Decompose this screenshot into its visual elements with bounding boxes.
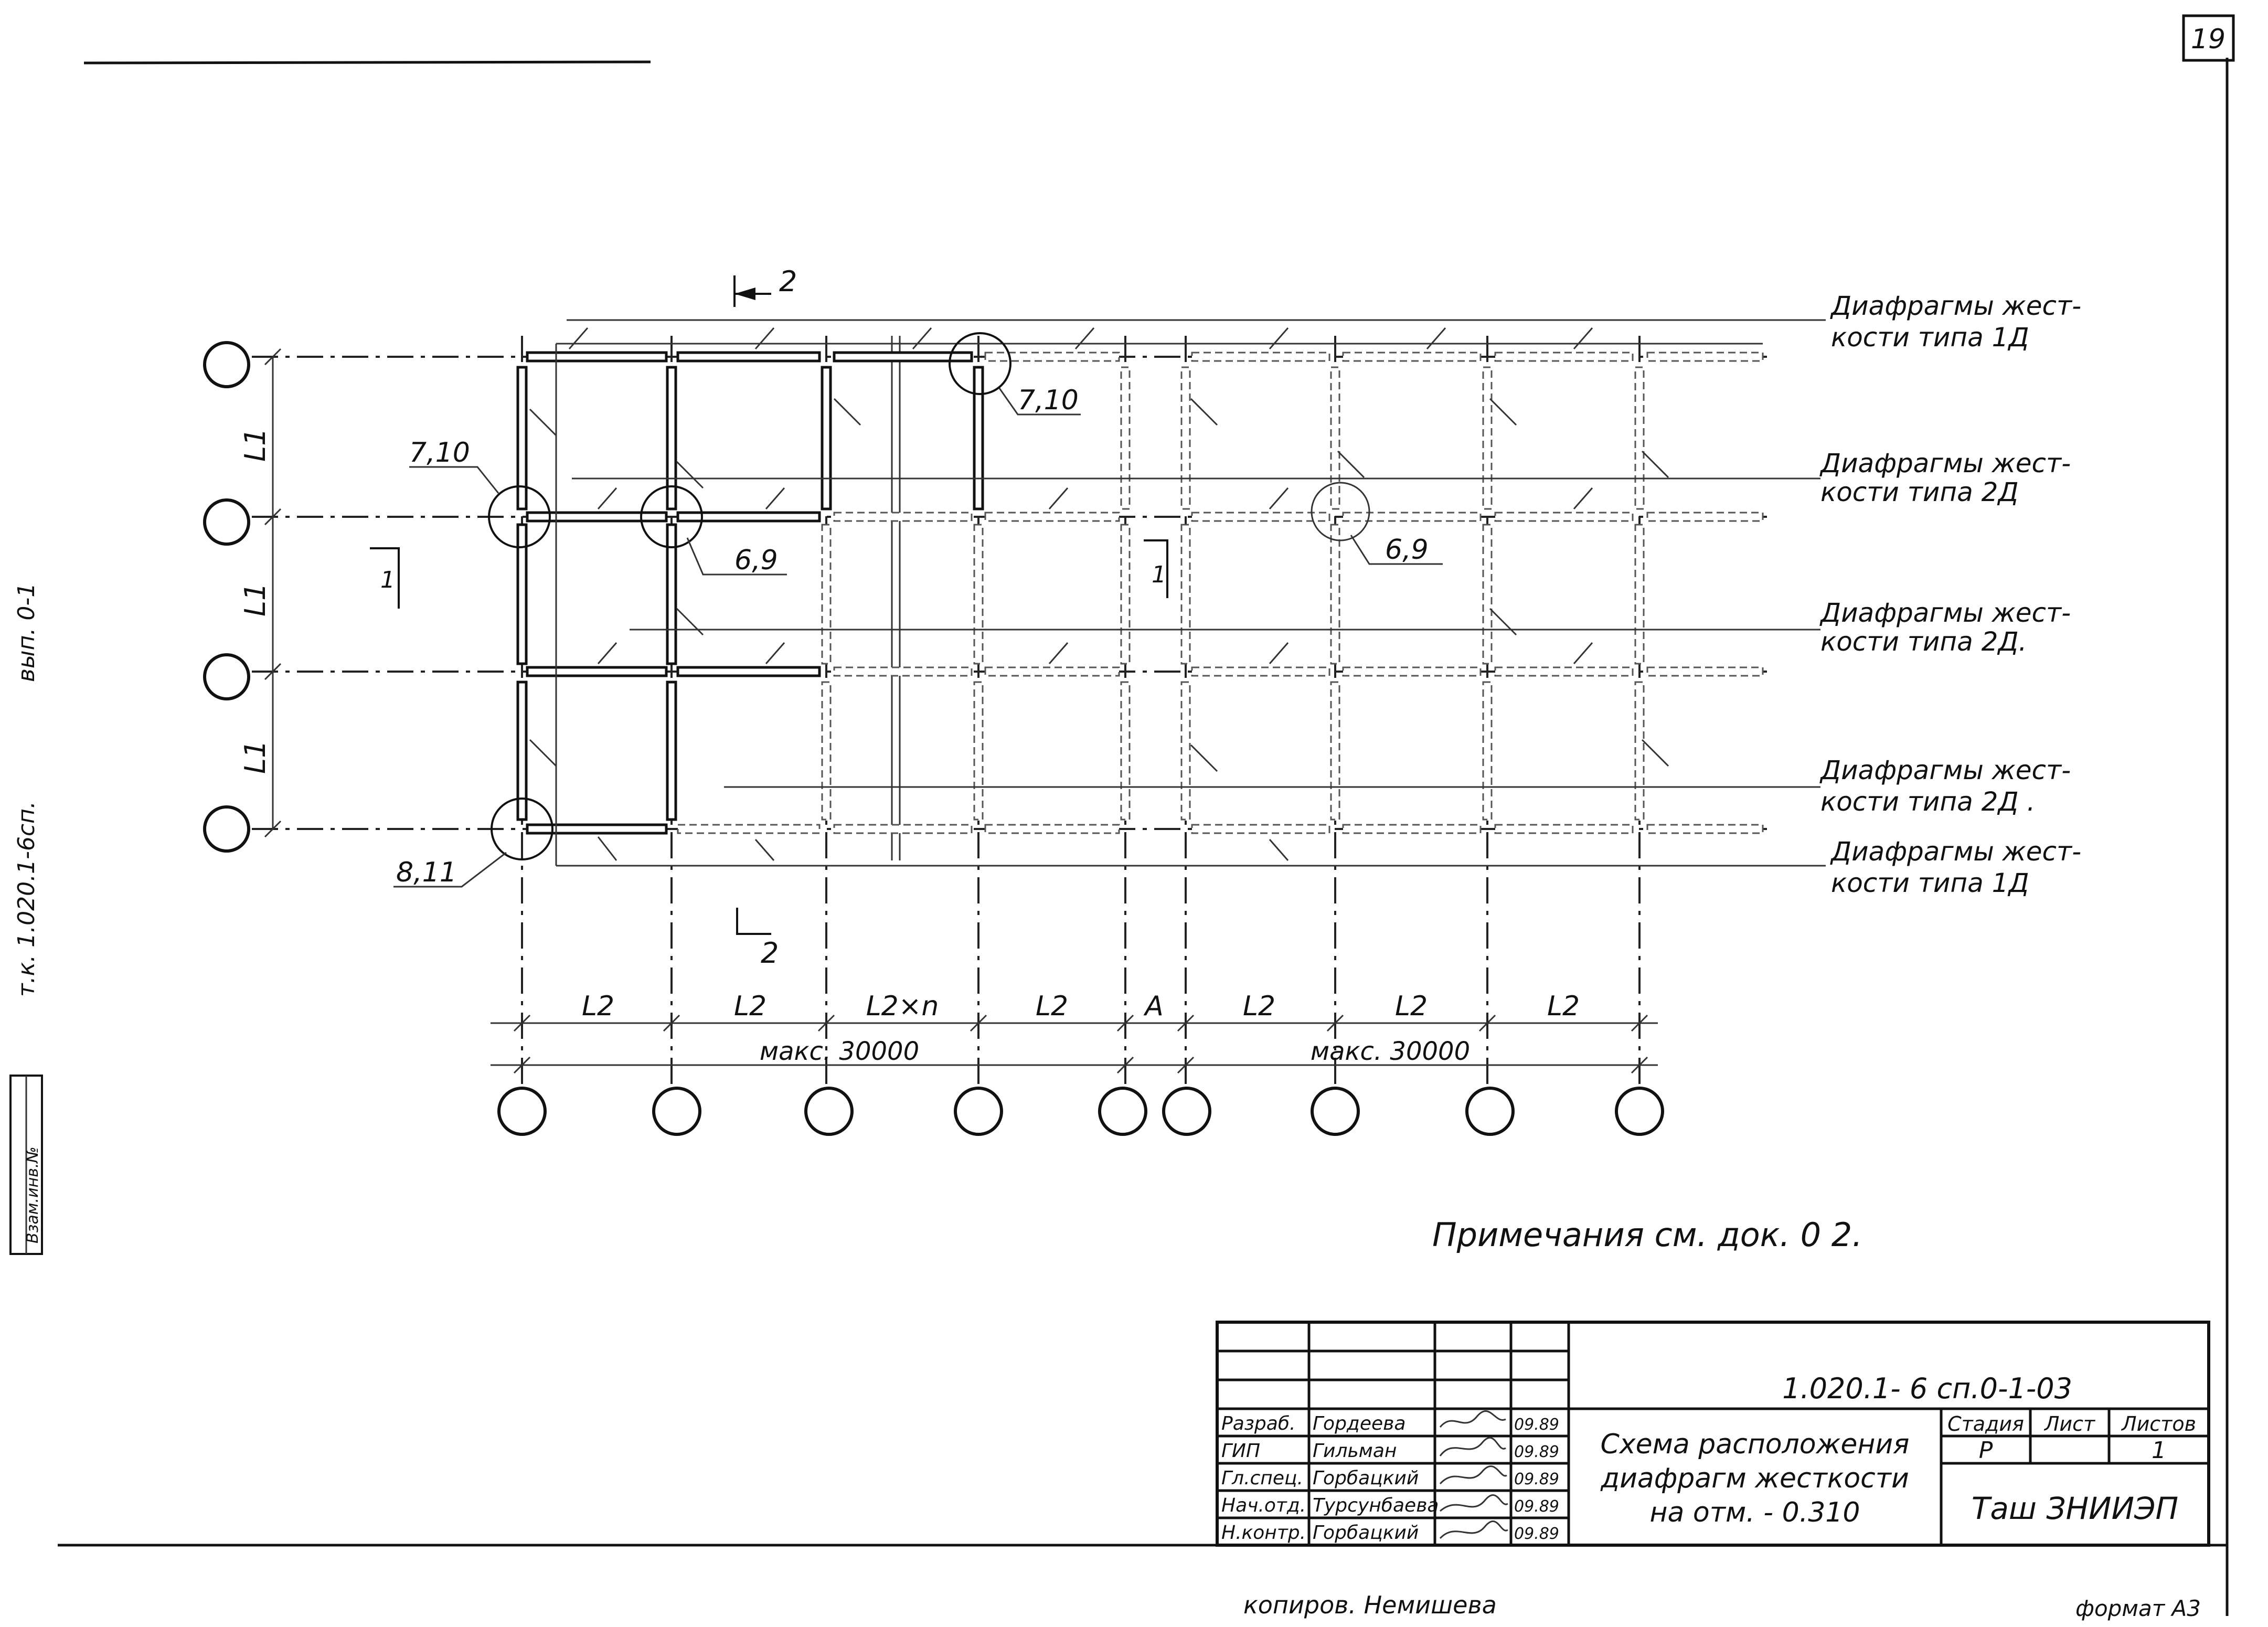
row-span-3: L1 <box>239 740 272 774</box>
axis-bubble-col-5 <box>1098 1087 1147 1136</box>
section-mark-2-top: 2 <box>779 265 797 298</box>
axis-bubble-row-4 <box>203 805 250 853</box>
series-text: т.к. 1.020.1-6сп. <box>13 801 40 997</box>
paper-format: формат А3 <box>2075 1596 2201 1621</box>
col-span-5: A <box>1143 991 1164 1022</box>
document-code: 1.020.1- 6 сп.0-1-03 <box>1782 1372 2072 1405</box>
sheets-header: Листов <box>2121 1412 2196 1435</box>
signer-date-3: 09.89 <box>1514 1470 1559 1488</box>
node-circle-3 <box>640 485 703 548</box>
diaphragm-label-4-line2: кости типа 2Д . <box>1820 786 2035 817</box>
node-label-2: 7,10 <box>409 437 470 469</box>
axis-bubble-col-6 <box>1162 1087 1211 1136</box>
signer-role-2: ГИП <box>1221 1440 1260 1462</box>
signer-role-3: Гл.спец. <box>1221 1468 1303 1489</box>
node-label-5: 8,11 <box>396 857 457 888</box>
signer-role-5: Н.контр. <box>1221 1522 1306 1544</box>
total-dim-1: макс. 30000 <box>760 1037 919 1066</box>
axis-bubble-col-2 <box>652 1087 701 1136</box>
col-span-4: L2 <box>1036 991 1068 1022</box>
axis-bubble-row-2 <box>203 498 250 546</box>
col-span-7: L2 <box>1395 991 1428 1022</box>
signer-role-4: Нач.отд. <box>1221 1495 1306 1516</box>
col-span-8: L2 <box>1547 991 1580 1022</box>
diaphragm-label-3-line2: кости типа 2Д. <box>1820 626 2027 657</box>
diaphragm-label-5-line2: кости типа 1Д <box>1831 868 2029 898</box>
axis-bubble-col-1 <box>497 1087 547 1136</box>
axis-bubbles <box>203 341 1664 1136</box>
diaphragm-label-3-line1: Диафрагмы жест- <box>1819 598 2071 628</box>
diaphragm-label-5-line1: Диафрагмы жест- <box>1830 836 2081 867</box>
node-circle-5 <box>491 797 553 860</box>
signer-name-1: Гордеева <box>1313 1413 1405 1434</box>
diaphragm-label-4-line1: Диафрагмы жест- <box>1819 755 2071 785</box>
horizontal-diaphragms <box>526 351 1764 835</box>
signer-role-1: Разраб. <box>1221 1413 1295 1434</box>
node-circle-4 <box>1311 482 1370 541</box>
issue-text: вып. 0-1 <box>13 583 40 682</box>
signers: Разраб. Гордеева 09.89 ГИП Гильман 09.89… <box>1221 1413 1559 1544</box>
diaphragm-label-2-line2: кости типа 2Д <box>1820 477 2019 507</box>
signer-name-4: Турсунбаева <box>1313 1495 1439 1516</box>
signer-date-4: 09.89 <box>1514 1497 1559 1516</box>
node-label-4: 6,9 <box>1385 534 1429 566</box>
sheets-value: 1 <box>2152 1437 2166 1464</box>
axis-bubble-row-3 <box>203 653 250 700</box>
diaphragm-label-1-line2: кости типа 1Д <box>1831 322 2029 353</box>
axis-bubble-col-8 <box>1465 1087 1515 1136</box>
node-callouts: 7,10 7,10 6,9 6,9 8,11 <box>393 332 1443 888</box>
row-dimensions: L1 L1 L1 <box>239 348 282 838</box>
copied-by: копиров. Немишева <box>1243 1591 1497 1619</box>
title-block: 1.020.1- 6 сп.0-1-03 Схема расположения … <box>1216 1321 2210 1547</box>
stage-value: Р <box>1979 1437 1993 1464</box>
total-dim-2: макс. 30000 <box>1311 1037 1470 1066</box>
axis-bubble-col-9 <box>1615 1087 1664 1136</box>
notes-reference: Примечания см. док. 0 2. <box>1432 1216 1862 1254</box>
node-label-1: 7,10 <box>1018 385 1079 416</box>
row-span-2: L1 <box>239 583 272 616</box>
axis-bubble-col-3 <box>804 1087 854 1136</box>
sheet-number: 19 <box>2191 24 2226 55</box>
stamp-text: Взам.инв.№ <box>24 1146 42 1243</box>
diaphragm-label-1-line1: Диафрагмы жест- <box>1830 291 2081 321</box>
node-label-3: 6,9 <box>734 545 778 576</box>
section-mark-1-left: 1 <box>380 567 395 593</box>
signatures <box>1439 1410 1508 1539</box>
signer-date-5: 09.89 <box>1514 1525 1559 1543</box>
section-marks: 2 2 1 1 <box>370 265 1168 970</box>
diaphragm-label-2-line1: Диафрагмы жест- <box>1819 448 2071 478</box>
column-dimensions: L2 L2 L2×n L2 A L2 L2 L2 макс. 30000 мак… <box>491 991 1658 1074</box>
axis-bubble-col-7 <box>1311 1087 1360 1136</box>
col-span-1: L2 <box>582 991 614 1022</box>
section-mark-2-bottom: 2 <box>761 937 779 970</box>
col-span-3: L2×n <box>866 991 939 1022</box>
leader-lines <box>556 319 1826 867</box>
grid-axes <box>252 336 1768 1091</box>
vertical-diaphragms <box>516 366 1645 821</box>
section-mark-1-mid: 1 <box>1152 561 1166 588</box>
left-margin: т.к. 1.020.1-6сп. вып. 0-1 Взам.инв.№ <box>9 583 43 1255</box>
signer-name-5: Горбацкий <box>1313 1522 1419 1544</box>
signer-name-2: Гильман <box>1313 1440 1397 1462</box>
title-line-1: Схема расположения <box>1601 1429 1910 1460</box>
node-circle-2 <box>488 485 551 548</box>
stage-header: Стадия <box>1947 1412 2024 1435</box>
signer-date-1: 09.89 <box>1514 1416 1559 1434</box>
title-line-2: диафрагм жесткости <box>1600 1463 1909 1494</box>
signer-date-2: 09.89 <box>1514 1443 1559 1461</box>
sheet-frame: 19 <box>58 14 2235 1616</box>
axis-bubble-col-4 <box>954 1087 1003 1136</box>
diaphragm-labels: Диафрагмы жест- кости типа 1Д Диафрагмы … <box>1819 291 2081 898</box>
row-span-1: L1 <box>239 428 272 462</box>
col-span-6: L2 <box>1243 991 1275 1022</box>
hatch-marks <box>529 327 1669 861</box>
sheet-header: Лист <box>2043 1412 2096 1435</box>
axis-bubble-row-1 <box>203 341 250 388</box>
title-line-3: на отм. - 0.310 <box>1650 1497 1860 1528</box>
organization: Таш ЗНИИЭП <box>1972 1491 2178 1526</box>
node-circle-1 <box>949 332 1011 395</box>
signer-name-3: Горбацкий <box>1313 1468 1419 1489</box>
col-span-2: L2 <box>734 991 766 1022</box>
